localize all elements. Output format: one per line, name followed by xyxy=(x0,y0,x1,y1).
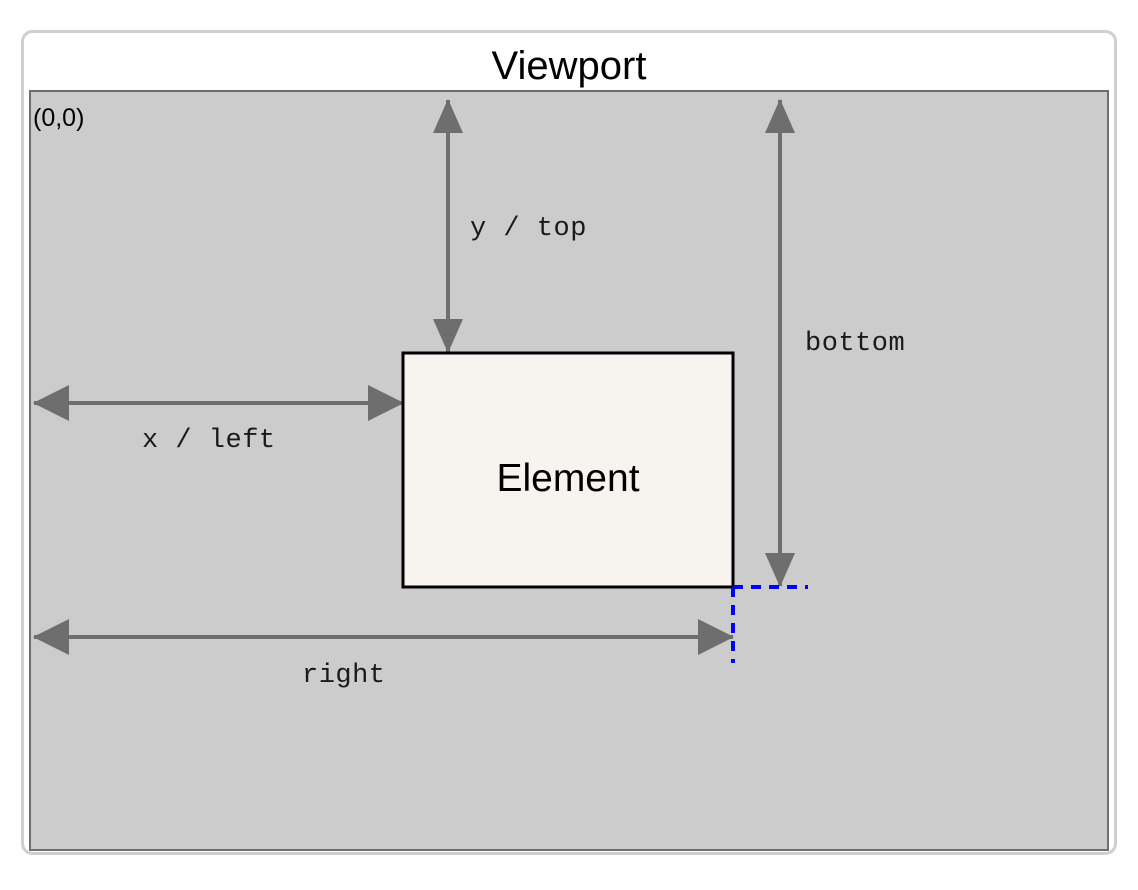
arrow-x-left xyxy=(33,385,404,421)
arrow-y-top xyxy=(433,99,463,353)
label-y-top: y / top xyxy=(470,214,587,244)
arrow-bottom xyxy=(765,99,795,587)
label-x-left: x / left xyxy=(142,426,276,456)
origin-label: (0,0) xyxy=(33,104,84,132)
label-right: right xyxy=(302,661,386,691)
viewport-title: Viewport xyxy=(492,44,647,88)
arrow-right xyxy=(33,619,734,655)
element-box xyxy=(401,351,735,589)
label-bottom: bottom xyxy=(805,329,905,359)
element-label: Element xyxy=(496,457,639,500)
